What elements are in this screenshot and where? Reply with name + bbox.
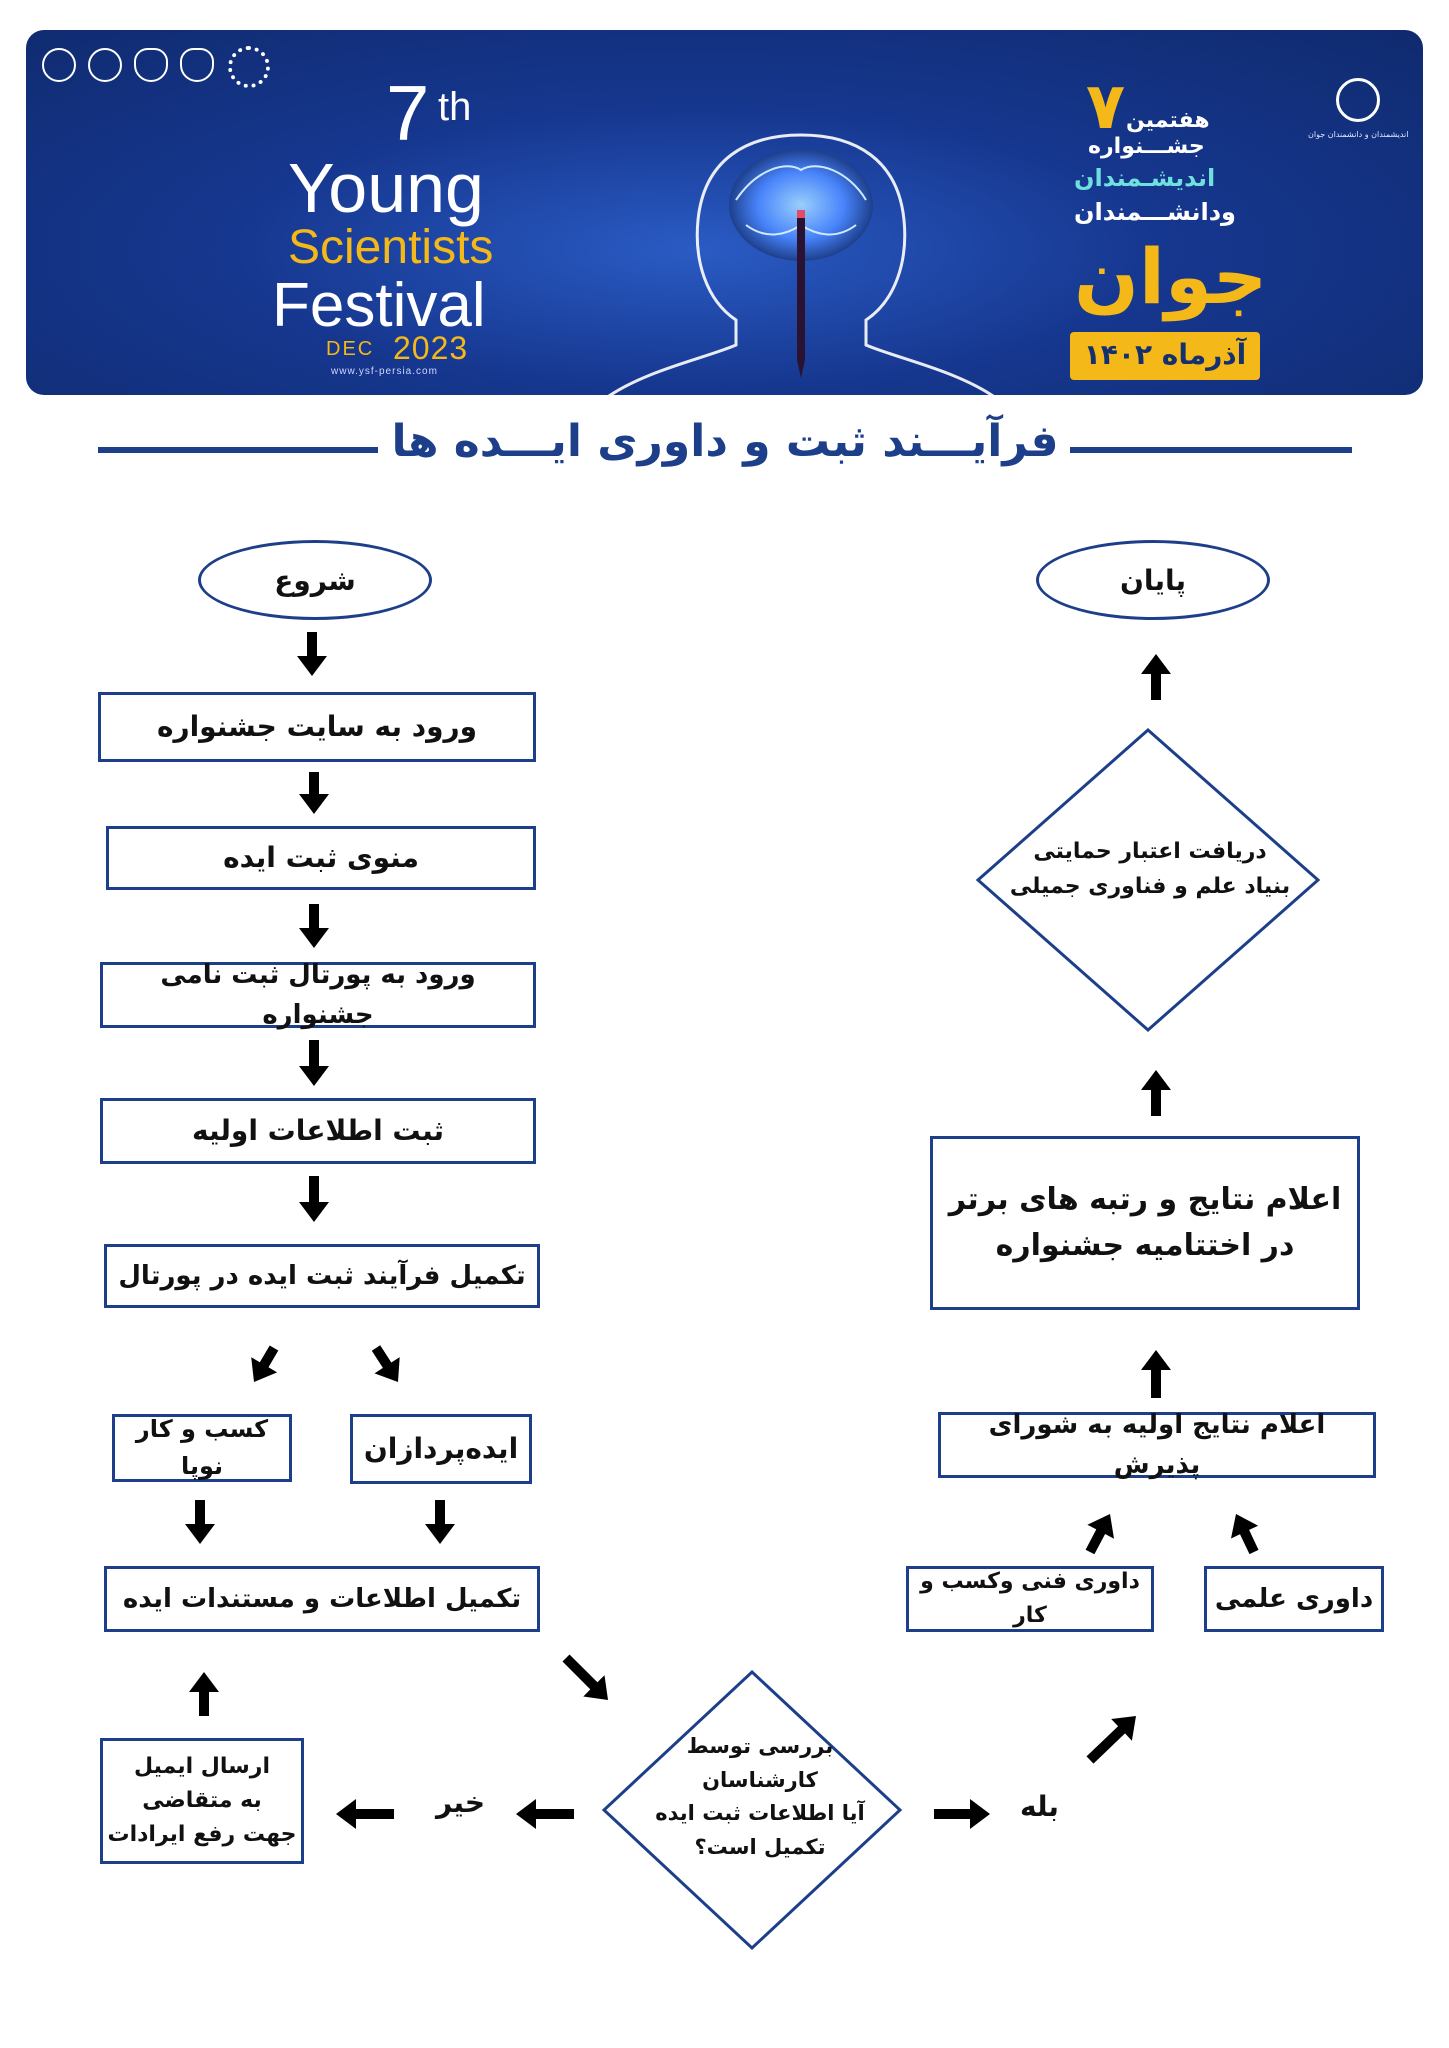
email-line-2: به متقاضی [142, 1784, 261, 1818]
initial-results-box: اعلام نتایج اولیه به شورای پذیرش [938, 1412, 1376, 1478]
judging-technical-business: داوری فنی وکسب و کار [906, 1566, 1154, 1632]
yes-label: بله [1020, 1790, 1059, 1823]
arrow-support-to-end [1141, 654, 1171, 700]
review-diamond-text: بررسی توسط کارشناسان آیا اطلاعات ثبت اید… [610, 1730, 910, 1864]
support-line-1: دریافت اعتبار حمایتی [1000, 834, 1300, 869]
support-line-2: بنیاد علم و فناوری جمیلی [1000, 869, 1300, 904]
review-line-3: آیا اطلاعات ثبت ایده [610, 1797, 910, 1831]
arrow-ideators-to-docs [425, 1500, 455, 1544]
arrow-email-to-docs [189, 1672, 219, 1716]
start-oval: شروع [198, 540, 432, 620]
final-results-line-2: در اختتامیه جشنواره [996, 1223, 1295, 1270]
step-complete-documents: تکمیل اطلاعات و مستندات ایده [104, 1566, 540, 1632]
arrow-to-ideators [372, 1345, 400, 1382]
arrow-menu-to-portal [299, 904, 329, 948]
email-line-3: جهت رفع ایرادات [107, 1818, 296, 1852]
arrow-scientific-to-initial [1231, 1514, 1259, 1554]
step-enter-portal: ورود به پورتال ثبت نامی جشنواره [100, 962, 536, 1028]
branch-ideators: ایده‌پردازان [350, 1414, 532, 1484]
email-line-1: ارسال ایمیل [134, 1750, 270, 1784]
review-line-2: کارشناسان [610, 1764, 910, 1798]
branch-startup: کسب و کار نوپا [112, 1414, 292, 1482]
arrow-site-to-menu [299, 772, 329, 814]
arrow-technical-to-initial [1086, 1514, 1114, 1554]
review-line-4: تکمیل است؟ [610, 1831, 910, 1865]
arrow-no-to-email [336, 1799, 394, 1829]
step-complete-registration: تکمیل فرآیند ثبت ایده در پورتال [104, 1244, 540, 1308]
arrow-initial-to-final [1141, 1350, 1171, 1398]
no-label: خیر [436, 1786, 485, 1819]
arrow-docs-to-review [563, 1655, 609, 1701]
review-line-1: بررسی توسط [610, 1730, 910, 1764]
arrow-review-yes [934, 1799, 990, 1829]
end-oval: پایان [1036, 540, 1270, 620]
final-results-line-1: اعلام نتایج و رتبه های برتر [949, 1177, 1341, 1224]
email-applicant-box: ارسال ایمیل به متقاضی جهت رفع ایرادات [100, 1738, 304, 1864]
arrow-yes-to-judging [1087, 1716, 1137, 1764]
support-diamond-text: دریافت اعتبار حمایتی بنیاد علم و فناوری … [1000, 834, 1300, 904]
arrow-final-to-support [1141, 1070, 1171, 1116]
final-results-box: اعلام نتایج و رتبه های برتر در اختتامیه … [930, 1136, 1360, 1310]
judging-scientific: داوری علمی [1204, 1566, 1384, 1632]
arrow-portal-to-info [299, 1040, 329, 1086]
step-initial-info: ثبت اطلاعات اولیه [100, 1098, 536, 1164]
arrow-review-no [516, 1799, 574, 1829]
arrow-start-to-site [297, 632, 327, 676]
arrow-to-startup [251, 1346, 278, 1383]
step-enter-site: ورود به سایت جشنواره [98, 692, 536, 762]
arrow-startup-to-docs [185, 1500, 215, 1544]
step-idea-menu: منوی ثبت ایده [106, 826, 536, 890]
arrow-info-to-complete [299, 1176, 329, 1222]
